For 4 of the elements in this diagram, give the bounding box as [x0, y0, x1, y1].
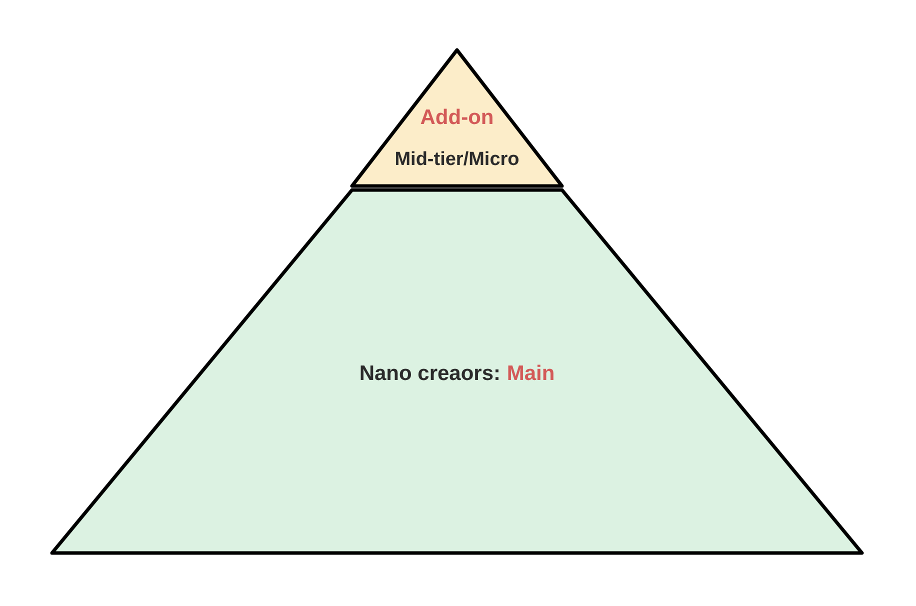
- tier-label: Add-on: [420, 106, 494, 130]
- tier-label: Main: [506, 362, 555, 386]
- tier-label: Mid-tier/Micro: [394, 149, 520, 171]
- tier-label: Nano creaors:: [359, 362, 501, 386]
